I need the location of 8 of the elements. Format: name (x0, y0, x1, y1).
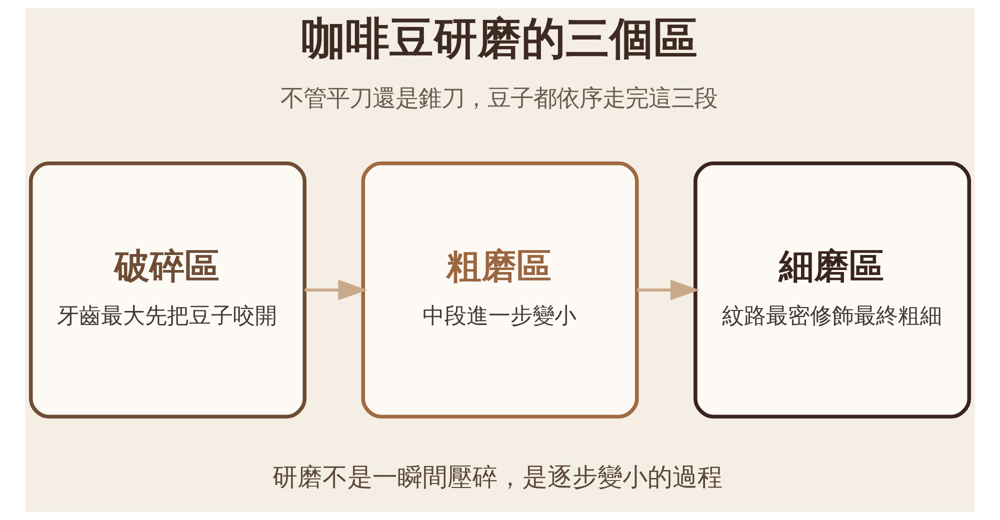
label: 不管平刀還是錐刀，豆子都依序走完這三段 (280, 84, 718, 112)
node-box: 破碎區 牙齒最大先把豆子咬開 (28, 161, 306, 419)
caption: 研磨不是一瞬間壓碎，是逐步變小的過程 (272, 462, 722, 492)
node-box: 細磨區 紋路最密修飾最終粗細 (694, 161, 972, 419)
node-box: 粗磨區 中段進一步變小 (361, 161, 639, 419)
arrow (636, 280, 700, 300)
arrow (304, 280, 368, 300)
diagram-title: 咖啡豆研磨的三個區 (302, 14, 698, 65)
